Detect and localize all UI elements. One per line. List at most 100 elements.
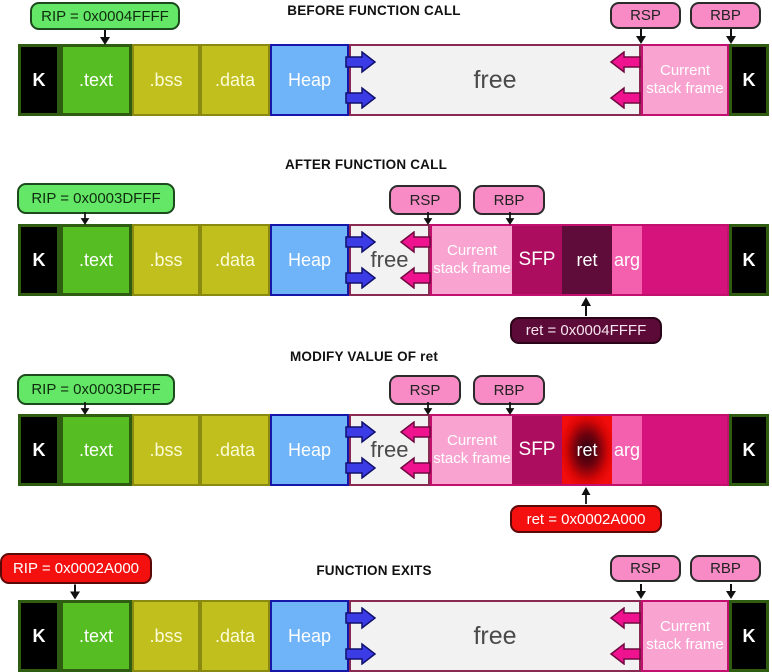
- memory-bar: K .text .bss .data Heap free Current sta…: [18, 44, 769, 116]
- segment-arg: arg: [612, 226, 642, 294]
- rbp-register-label: RBP: [690, 555, 761, 582]
- stack-grow-arrows-icon: [609, 607, 641, 665]
- rip-register-label: RIP = 0x0003DFFF: [17, 374, 175, 405]
- stack-grow-arrows-icon: [609, 51, 641, 109]
- rip-pointer-arrow-icon: [80, 212, 90, 225]
- segment-heap: Heap: [270, 600, 349, 672]
- segment-sfp: SFP: [512, 416, 562, 484]
- rbp-pointer-arrow-icon: [505, 402, 515, 415]
- segment-free: free: [349, 600, 641, 672]
- rip-pointer-arrow-icon: [100, 30, 110, 45]
- rsp-text: RSP: [630, 560, 661, 577]
- segment-kernel-left: K: [18, 224, 60, 296]
- segment-data: .data: [200, 414, 270, 486]
- ret-pointer-arrow-icon: [581, 297, 591, 316]
- rbp-text: RBP: [710, 560, 741, 577]
- ret-value-label: ret = 0x0004FFFF: [510, 317, 662, 344]
- heap-grow-arrows-icon: [345, 231, 377, 289]
- segment-heap: Heap: [270, 414, 349, 486]
- memory-bar: K .text .bss .data Heap free Current sta…: [18, 224, 769, 296]
- rsp-register-label: RSP: [610, 2, 681, 29]
- segment-kernel-right: K: [729, 224, 769, 296]
- stack-grow-arrows-icon: [399, 231, 431, 289]
- rbp-text: RBP: [493, 381, 525, 399]
- segment-bss: .bss: [132, 414, 200, 486]
- ret-value: ret = 0x0004FFFF: [525, 322, 647, 339]
- segment-heap: Heap: [270, 224, 349, 296]
- rip-register-label: RIP = 0x0004FFFF: [30, 2, 180, 30]
- segment-data: .data: [200, 44, 270, 116]
- segment-text: .text: [60, 44, 132, 116]
- rsp-register-label: RSP: [389, 185, 461, 215]
- stack-region: Current stack frame: [641, 600, 729, 672]
- segment-kernel-left: K: [18, 600, 60, 672]
- rsp-text: RSP: [409, 191, 441, 209]
- segment-text: .text: [60, 224, 132, 296]
- segment-bss: .bss: [132, 224, 200, 296]
- segment-kernel-left: K: [18, 44, 60, 116]
- rbp-pointer-arrow-icon: [505, 212, 515, 225]
- segment-heap: Heap: [270, 44, 349, 116]
- free-text: free: [473, 621, 517, 650]
- rbp-pointer-arrow-icon: [726, 584, 736, 599]
- panel-title: BEFORE FUNCTION CALL: [287, 3, 461, 18]
- rip-value: RIP = 0x0003DFFF: [31, 190, 161, 207]
- ret-pointer-arrow-icon: [581, 487, 591, 504]
- rsp-pointer-arrow-icon: [423, 402, 433, 415]
- free-text: free: [370, 247, 409, 272]
- rsp-register-label: RSP: [389, 375, 461, 405]
- segment-kernel-right: K: [729, 600, 769, 672]
- segment-current-stack-frame: Current stack frame: [643, 602, 727, 670]
- segment-sfp: SFP: [512, 226, 562, 294]
- rsp-register-label: RSP: [610, 555, 681, 582]
- rbp-text: RBP: [710, 7, 741, 24]
- segment-text: .text: [60, 600, 132, 672]
- rip-register-label: RIP = 0x0002A000: [0, 553, 152, 584]
- segment-bss: .bss: [132, 44, 200, 116]
- rbp-register-label: RBP: [690, 2, 761, 29]
- rbp-register-label: RBP: [473, 185, 545, 215]
- ret-value-label: ret = 0x0002A000: [510, 505, 662, 533]
- panel-title: AFTER FUNCTION CALL: [284, 157, 448, 172]
- memory-bar: K .text .bss .data Heap free Current sta…: [18, 600, 769, 672]
- rsp-text: RSP: [630, 7, 661, 24]
- free-text: free: [370, 437, 409, 462]
- segment-ret: ret: [562, 226, 612, 294]
- ret-value: ret = 0x0002A000: [526, 510, 646, 528]
- rsp-pointer-arrow-icon: [636, 584, 646, 599]
- rsp-pointer-arrow-icon: [423, 212, 433, 225]
- rbp-register-label: RBP: [473, 375, 545, 405]
- rip-value: RIP = 0x0003DFFF: [31, 381, 161, 398]
- rip-pointer-arrow-icon: [70, 584, 80, 600]
- rip-value: RIP = 0x0002A000: [12, 560, 140, 577]
- segment-bss: .bss: [132, 600, 200, 672]
- rsp-text: RSP: [409, 381, 441, 399]
- heap-grow-arrows-icon: [345, 607, 377, 665]
- segment-free: free: [349, 44, 641, 116]
- heap-grow-arrows-icon: [345, 421, 377, 479]
- rip-pointer-arrow-icon: [80, 402, 90, 415]
- free-text: free: [473, 65, 517, 94]
- stack-grow-arrows-icon: [399, 421, 431, 479]
- segment-current-stack-frame: Current stack frame: [432, 416, 512, 484]
- segment-current-stack-frame: Current stack frame: [643, 46, 727, 114]
- panel-title: MODIFY VALUE OF ret: [289, 349, 439, 364]
- rbp-pointer-arrow-icon: [726, 29, 736, 44]
- stack-region: Current stack frame SFP ret arg: [430, 414, 729, 486]
- segment-arg: arg: [612, 416, 642, 484]
- segment-text: .text: [60, 414, 132, 486]
- segment-kernel-right: K: [729, 44, 769, 116]
- rsp-pointer-arrow-icon: [636, 29, 646, 44]
- segment-kernel-left: K: [18, 414, 60, 486]
- heap-grow-arrows-icon: [345, 51, 377, 109]
- rip-register-label: RIP = 0x0003DFFF: [17, 183, 175, 214]
- panel-title: FUNCTION EXITS: [316, 563, 432, 578]
- segment-data: .data: [200, 600, 270, 672]
- segment-data: .data: [200, 224, 270, 296]
- stack-region: Current stack frame: [641, 44, 729, 116]
